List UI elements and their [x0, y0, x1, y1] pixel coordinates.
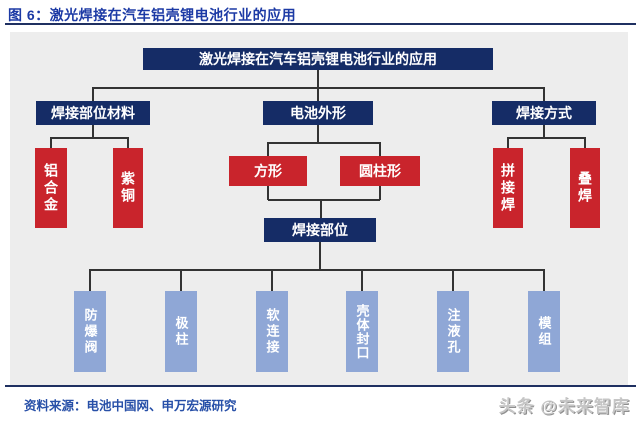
node-lap-weld: 叠焊	[570, 148, 600, 228]
node-splice-weld: 拼接焊	[493, 148, 523, 228]
footer-divider	[5, 385, 636, 387]
node-aluminum-alloy: 铝合金	[35, 148, 67, 228]
node-explosion-valve: 防爆阀	[74, 291, 106, 372]
figure-title: 图 6：激光焊接在汽车铝壳锂电池行业的应用	[8, 7, 297, 23]
node-injection-hole: 注液孔	[437, 291, 469, 372]
node-weld-material: 焊接部位材料	[36, 101, 150, 125]
node-root: 激光焊接在汽车铝壳锂电池行业的应用	[143, 48, 493, 70]
toutiao-watermark: 头条 @未来智库	[498, 397, 630, 416]
source-note: 资料来源：电池中国网、申万宏源研究	[24, 399, 237, 413]
node-shell-seal: 壳体封口	[346, 291, 378, 372]
node-square: 方形	[229, 156, 307, 186]
node-cylindrical: 圆柱形	[340, 156, 420, 186]
node-soft-connection: 软连接	[256, 291, 288, 372]
node-weld-method: 焊接方式	[492, 101, 596, 125]
node-weld-parts: 焊接部位	[264, 218, 376, 242]
node-copper: 紫铜	[113, 148, 143, 228]
node-module: 模组	[528, 291, 560, 372]
node-battery-shape: 电池外形	[263, 101, 373, 125]
title-divider	[5, 23, 636, 25]
node-pole: 极柱	[165, 291, 197, 372]
